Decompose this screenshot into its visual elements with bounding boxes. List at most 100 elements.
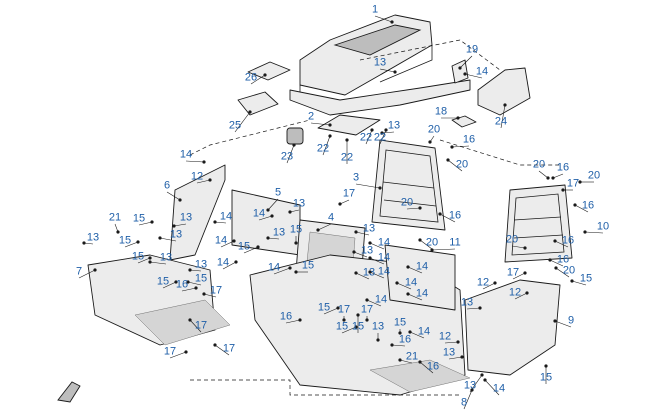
callout-15[interactable]: 15: [317, 301, 331, 314]
callout-3[interactable]: 3: [352, 171, 360, 184]
callout-16[interactable]: 16: [556, 253, 570, 266]
callout-13[interactable]: 13: [387, 119, 401, 132]
callout-7[interactable]: 7: [75, 265, 83, 278]
callout-16[interactable]: 16: [462, 133, 476, 146]
callout-13[interactable]: 13: [371, 320, 385, 333]
callout-13[interactable]: 13: [194, 258, 208, 271]
callout-17[interactable]: 17: [194, 319, 208, 332]
callout-22[interactable]: 22: [316, 142, 330, 155]
callout-15[interactable]: 15: [237, 240, 251, 253]
callout-13[interactable]: 13: [272, 226, 286, 239]
callout-13[interactable]: 13: [373, 56, 387, 69]
callout-13[interactable]: 13: [86, 231, 100, 244]
callout-13[interactable]: 13: [292, 197, 306, 210]
callout-12[interactable]: 12: [476, 276, 490, 289]
callout-15[interactable]: 15: [156, 275, 170, 288]
callout-13[interactable]: 13: [360, 244, 374, 257]
callout-10[interactable]: 10: [596, 220, 610, 233]
callout-22[interactable]: 22: [359, 131, 373, 144]
callout-16[interactable]: 16: [398, 333, 412, 346]
callout-22[interactable]: 22: [340, 151, 354, 164]
callout-14[interactable]: 14: [179, 148, 193, 161]
callout-15[interactable]: 15: [351, 320, 365, 333]
callout-13[interactable]: 13: [463, 379, 477, 392]
callout-21[interactable]: 21: [405, 350, 419, 363]
callout-14[interactable]: 14: [267, 261, 281, 274]
callout-20[interactable]: 20: [562, 264, 576, 277]
callout-16[interactable]: 16: [581, 199, 595, 212]
callout-12[interactable]: 12: [508, 286, 522, 299]
callout-15[interactable]: 15: [301, 259, 315, 272]
callout-13[interactable]: 13: [169, 228, 183, 241]
callout-14[interactable]: 14: [404, 276, 418, 289]
callout-16[interactable]: 16: [561, 234, 575, 247]
callout-11[interactable]: 11: [449, 236, 461, 249]
callout-15[interactable]: 15: [132, 212, 146, 225]
callout-26[interactable]: 26: [244, 71, 258, 84]
callout-20[interactable]: 20: [587, 169, 601, 182]
callout-13[interactable]: 13: [159, 251, 173, 264]
callout-13[interactable]: 13: [179, 211, 193, 224]
callout-14[interactable]: 14: [214, 234, 228, 247]
callout-20[interactable]: 20: [425, 236, 439, 249]
callout-17[interactable]: 17: [163, 345, 177, 358]
callout-14[interactable]: 14: [492, 382, 506, 395]
callout-16[interactable]: 16: [279, 310, 293, 323]
callout-17[interactable]: 17: [222, 342, 236, 355]
callout-16[interactable]: 16: [175, 278, 189, 291]
callout-13[interactable]: 13: [460, 296, 474, 309]
callout-15[interactable]: 15: [335, 320, 349, 333]
callout-15[interactable]: 15: [289, 223, 303, 236]
callout-14[interactable]: 14: [417, 325, 431, 338]
callout-22[interactable]: 22: [373, 131, 387, 144]
callout-4[interactable]: 4: [327, 211, 335, 224]
callout-23[interactable]: 23: [280, 150, 294, 163]
callout-20[interactable]: 20: [505, 233, 519, 246]
callout-9[interactable]: 9: [567, 314, 575, 327]
callout-14[interactable]: 14: [415, 260, 429, 273]
callout-20[interactable]: 20: [532, 158, 546, 171]
callout-15[interactable]: 15: [131, 250, 145, 263]
callout-16[interactable]: 16: [426, 360, 440, 373]
callout-14[interactable]: 14: [475, 65, 489, 78]
callout-13[interactable]: 13: [362, 266, 376, 279]
callout-15[interactable]: 15: [579, 272, 593, 285]
callout-20[interactable]: 20: [427, 123, 441, 136]
callout-25[interactable]: 25: [228, 119, 242, 132]
callout-17[interactable]: 17: [342, 187, 356, 200]
callout-19[interactable]: 19: [465, 43, 479, 56]
callout-20[interactable]: 20: [455, 158, 469, 171]
callout-15[interactable]: 15: [194, 272, 208, 285]
callout-15[interactable]: 15: [539, 371, 553, 384]
callout-8[interactable]: 8: [460, 396, 468, 409]
callout-14[interactable]: 14: [219, 210, 233, 223]
callout-14[interactable]: 14: [377, 251, 391, 264]
callout-2[interactable]: 2: [307, 110, 315, 123]
callout-13[interactable]: 13: [362, 222, 376, 235]
callout-5[interactable]: 5: [274, 186, 282, 199]
callout-21[interactable]: 21: [108, 211, 122, 224]
callout-17[interactable]: 17: [209, 284, 223, 297]
callout-12[interactable]: 12: [438, 330, 452, 343]
callout-17[interactable]: 17: [506, 266, 520, 279]
callout-14[interactable]: 14: [216, 256, 230, 269]
callout-16[interactable]: 16: [448, 209, 462, 222]
callout-17[interactable]: 17: [566, 177, 580, 190]
callout-17[interactable]: 17: [337, 303, 351, 316]
callout-6[interactable]: 6: [163, 179, 171, 192]
callout-14[interactable]: 14: [377, 265, 391, 278]
callout-17[interactable]: 17: [360, 303, 374, 316]
callout-13[interactable]: 13: [442, 346, 456, 359]
callout-14[interactable]: 14: [252, 207, 266, 220]
callout-1[interactable]: 1: [371, 3, 379, 16]
callout-15[interactable]: 15: [393, 316, 407, 329]
callout-14[interactable]: 14: [377, 236, 391, 249]
callout-14[interactable]: 14: [374, 293, 388, 306]
callout-15[interactable]: 15: [118, 234, 132, 247]
callout-24[interactable]: 24: [494, 115, 508, 128]
callout-16[interactable]: 16: [556, 161, 570, 174]
callout-12[interactable]: 12: [190, 170, 204, 183]
callout-20[interactable]: 20: [400, 196, 414, 209]
callout-14[interactable]: 14: [415, 287, 429, 300]
callout-18[interactable]: 18: [434, 105, 448, 118]
